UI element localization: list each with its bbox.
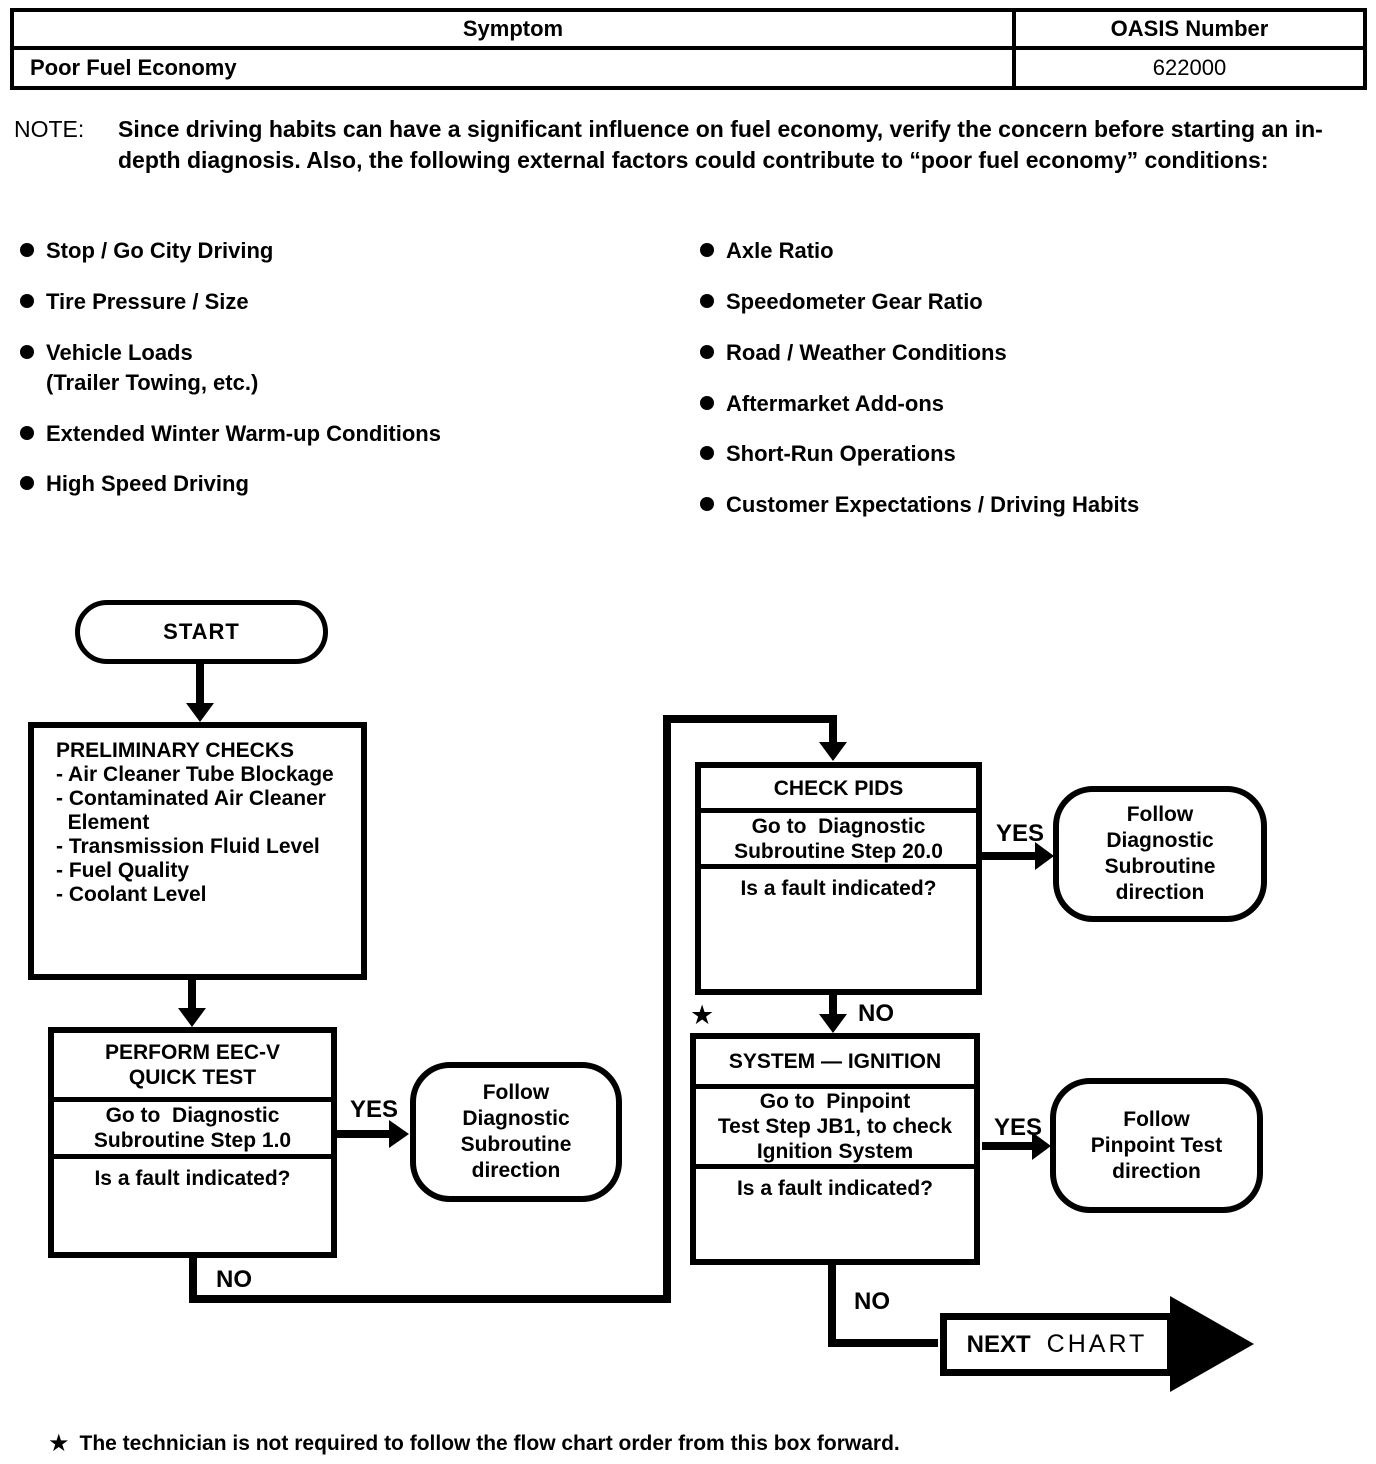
arrowhead-down-icon	[819, 742, 847, 761]
box-question: Is a fault indicated?	[736, 1177, 934, 1200]
factor-label: Speedometer Gear Ratio	[726, 289, 983, 314]
list-item: Tire Pressure / Size	[20, 287, 249, 317]
box-question: Is a fault indicated?	[740, 877, 937, 900]
list-item: Vehicle Loads (Trailer Towing, etc.)	[20, 338, 258, 398]
no-label: NO	[854, 1288, 890, 1315]
list-item: Speedometer Gear Ratio	[700, 287, 983, 317]
box-title: SYSTEM — IGNITION	[696, 1039, 974, 1089]
preliminary-check-item: - Transmission Fluid Level	[56, 835, 320, 858]
list-item: Stop / Go City Driving	[20, 236, 273, 266]
factor-label: Stop / Go City Driving	[46, 238, 274, 263]
next-chart-word-bold: NEXT	[966, 1330, 1031, 1358]
no-label: NO	[216, 1266, 252, 1293]
list-item: Short-Run Operations	[700, 439, 956, 469]
bullet-icon	[20, 426, 34, 440]
yes-label: YES	[996, 820, 1045, 847]
bullet-icon	[700, 446, 714, 460]
box-title: CHECK PIDS	[701, 768, 976, 813]
factor-label: Road / Weather Conditions	[726, 340, 1007, 365]
factor-label: Vehicle Loads (Trailer Towing, etc.)	[46, 340, 259, 395]
no-label: NO	[858, 1000, 894, 1027]
bullet-icon	[700, 345, 714, 359]
flow-follow-pinpoint-test-node: Follow Pinpoint Test direction	[1050, 1078, 1263, 1213]
note-label: NOTE:	[14, 116, 85, 142]
list-item: Road / Weather Conditions	[700, 338, 1007, 368]
box-action: Go to Diagnostic Subroutine Step 1.0	[54, 1102, 331, 1159]
bullet-icon	[20, 345, 34, 359]
factor-label: Short-Run Operations	[726, 441, 956, 466]
symptom-table: Symptom OASIS Number Poor Fuel Economy 6…	[10, 8, 1367, 90]
yes-label: YES	[994, 1114, 1043, 1141]
note-text: Since driving habits can have a signific…	[118, 116, 1323, 173]
flow-follow-diagnostic-subroutine-node: Follow Diagnostic Subroutine direction	[410, 1062, 622, 1202]
symptom-table-data-row: Poor Fuel Economy 622000	[14, 50, 1363, 86]
arrowhead-down-icon	[819, 1014, 847, 1033]
flow-preliminary-checks-box: PRELIMINARY CHECKS- Air Cleaner Tube Blo…	[28, 722, 367, 980]
preliminary-check-item: - Contaminated Air Cleaner Element	[56, 787, 326, 834]
bullet-icon	[700, 497, 714, 511]
bullet-icon	[20, 294, 34, 308]
factor-label: Tire Pressure / Size	[46, 289, 249, 314]
list-item: Extended Winter Warm-up Conditions	[20, 419, 441, 449]
flow-eec-quick-test-box: PERFORM EEC-V QUICK TEST Go to Diagnosti…	[48, 1027, 337, 1258]
star-marker-icon: ★	[48, 1430, 70, 1457]
symptom-value-cell: Poor Fuel Economy	[14, 50, 1016, 86]
next-chart-arrowhead-icon	[1170, 1296, 1254, 1392]
oasis-number-value-cell: 622000	[1152, 55, 1227, 80]
bullet-icon	[20, 476, 34, 490]
list-item: Customer Expectations / Driving Habits	[700, 490, 1139, 520]
footnote-text: The technician is not required to follow…	[79, 1432, 900, 1455]
flow-check-pids-box: CHECK PIDS Go to Diagnostic Subroutine S…	[695, 762, 982, 995]
factor-label: Axle Ratio	[726, 238, 834, 263]
flow-system-ignition-box: SYSTEM — IGNITION Go to Pinpoint Test St…	[690, 1033, 980, 1265]
arrowhead-down-icon	[186, 703, 214, 722]
bullet-icon	[700, 294, 714, 308]
list-item: High Speed Driving	[20, 469, 249, 499]
flow-follow-diagnostic-subroutine-node: Follow Diagnostic Subroutine direction	[1053, 786, 1267, 922]
next-chart-word: CHART	[1046, 1330, 1148, 1358]
factor-label: Aftermarket Add-ons	[726, 391, 944, 416]
preliminary-check-item: - Fuel Quality	[56, 859, 190, 882]
preliminary-check-item: - Air Cleaner Tube Blockage	[56, 763, 334, 786]
footnote: ★ The technician is not required to foll…	[48, 1432, 900, 1456]
yes-label: YES	[350, 1096, 399, 1123]
arrowhead-down-icon	[178, 1008, 206, 1027]
factor-label: High Speed Driving	[46, 471, 249, 496]
bullet-icon	[700, 396, 714, 410]
symptom-table-header-row: Symptom OASIS Number	[14, 12, 1363, 50]
preliminary-checks-title: PRELIMINARY CHECKS	[56, 739, 295, 762]
symptom-header-cell: Symptom	[14, 12, 1016, 46]
box-title: PERFORM EEC-V QUICK TEST	[54, 1033, 331, 1102]
list-item: Axle Ratio	[700, 236, 834, 266]
factor-label: Customer Expectations / Driving Habits	[726, 492, 1140, 517]
box-question: Is a fault indicated?	[94, 1167, 291, 1190]
box-action: Go to Diagnostic Subroutine Step 20.0	[701, 813, 976, 869]
list-item: Aftermarket Add-ons	[700, 389, 944, 419]
arrowhead-right-icon	[389, 1120, 409, 1148]
bullet-icon	[700, 243, 714, 257]
factor-label: Extended Winter Warm-up Conditions	[46, 421, 441, 446]
star-marker-icon: ★	[690, 1000, 715, 1030]
box-action: Go to Pinpoint Test Step JB1, to check I…	[696, 1089, 974, 1169]
bullet-icon	[20, 243, 34, 257]
oasis-number-header-cell: OASIS Number	[1110, 16, 1269, 41]
preliminary-check-item: - Coolant Level	[56, 883, 207, 906]
flow-next-chart-node: NEXT CHART	[940, 1313, 1174, 1376]
flow-start-node: START	[75, 600, 328, 664]
